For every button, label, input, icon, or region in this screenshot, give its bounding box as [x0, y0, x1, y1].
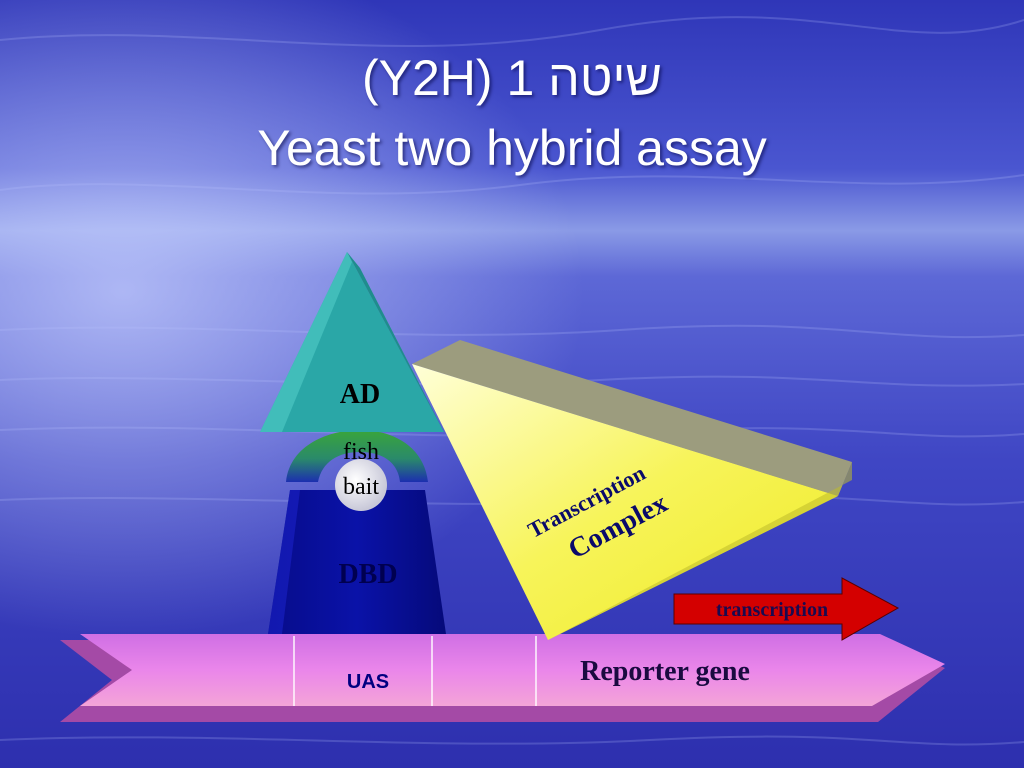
ad-triangle: [260, 252, 444, 432]
dna-strand: [60, 634, 945, 722]
transcription-arrow-label: transcription: [716, 599, 828, 621]
reporter-gene-label: Reporter gene: [580, 656, 750, 687]
ad-label: AD: [340, 379, 380, 410]
slide-title: Yeast two hybrid assay: [257, 120, 767, 176]
transcription-complex: [412, 340, 852, 640]
uas-label: UAS: [347, 671, 389, 693]
transcription-arrow: [673, 577, 900, 641]
slide-title-hebrew: (Y2H) 1 שיטה: [362, 50, 662, 106]
bait-label: bait: [343, 474, 379, 500]
bait-protein: [335, 459, 387, 511]
dbd-label: DBD: [338, 559, 397, 590]
dbd-block: [268, 490, 446, 634]
fish-protein: [286, 430, 428, 482]
fish-label: fish: [343, 439, 379, 465]
